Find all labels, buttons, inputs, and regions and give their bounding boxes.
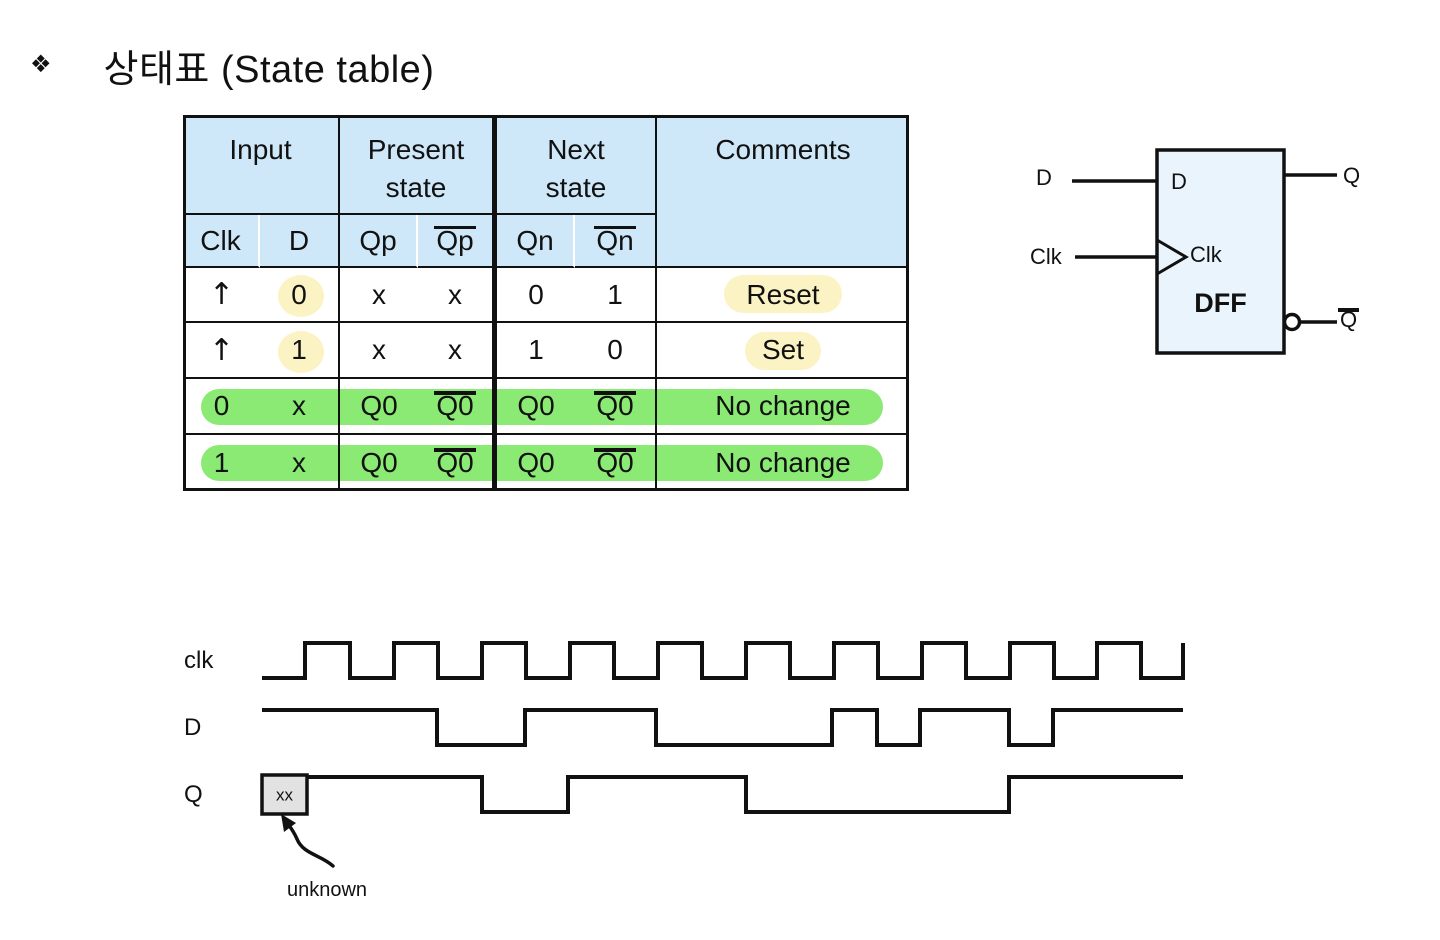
- curved-arrow-icon: [281, 814, 335, 868]
- signal-label-clk: clk: [184, 647, 214, 674]
- table-cell: x: [418, 268, 497, 323]
- table-cell: 0: [183, 379, 260, 435]
- table-cell: ↑: [183, 323, 260, 379]
- clock-edge-triangle-icon: [1156, 238, 1189, 276]
- unknown-annotation-label: unknown: [287, 879, 368, 901]
- table-cell: 1: [260, 323, 340, 379]
- dff-name-label: DFF: [1194, 288, 1247, 318]
- table-cell: Q0: [360, 447, 398, 478]
- diamond-bullet-icon: ❖: [30, 50, 52, 78]
- subheader-qn: Qn: [497, 215, 575, 268]
- table-cell: ↑: [183, 268, 260, 323]
- cell-highlight-yellow: [745, 332, 821, 370]
- signal-label-d: D: [184, 714, 202, 741]
- table-cell: Q0: [497, 379, 575, 435]
- clk-waveform: [262, 641, 1185, 680]
- table-cell: 0: [575, 323, 657, 379]
- dff-int-clk-label: Clk: [1190, 242, 1222, 267]
- header-comments: Comments: [657, 115, 909, 268]
- subheader-clk: Clk: [183, 215, 260, 268]
- cell-highlight-yellow: [278, 331, 324, 373]
- unknown-region-box: [260, 773, 309, 816]
- header-input: Input: [183, 115, 340, 215]
- table-cell: x: [418, 323, 497, 379]
- cell-highlight-yellow: [278, 275, 324, 317]
- subheader-d: D: [260, 215, 340, 268]
- row-highlight-green: [201, 389, 883, 425]
- table-cell: x: [260, 379, 340, 435]
- table-cell: Q0: [418, 435, 497, 491]
- dff-qbar-label: Q: [1337, 307, 1360, 332]
- table-cell: 1: [575, 268, 657, 323]
- subheader-qp-bar: Qp: [418, 215, 497, 268]
- page-title: 상태표 (State table): [103, 49, 435, 91]
- signal-label-q: Q: [184, 781, 203, 808]
- table-cell: x: [340, 323, 418, 379]
- table-cell: 0: [497, 268, 575, 323]
- D-waveform: [262, 708, 1183, 747]
- dff-ext-clk-label: Clk: [1030, 244, 1062, 269]
- title-row: ❖ 상태표 (State table): [30, 38, 434, 93]
- table-cell: x: [260, 435, 340, 491]
- table-cell: 0: [260, 268, 340, 323]
- dff-ext-d-label: D: [1036, 165, 1052, 190]
- unknown-region-label: xx: [276, 786, 294, 805]
- table-cell: Q0: [418, 379, 497, 435]
- table-cell: Q0: [575, 379, 657, 435]
- table-cell: Q0: [517, 447, 555, 478]
- table-cell-comment: No change: [657, 379, 909, 435]
- table-cell: x: [340, 268, 418, 323]
- row-highlight-green: [201, 445, 883, 481]
- table-cell: 1: [497, 323, 575, 379]
- cell-highlight-yellow: [724, 275, 842, 313]
- table-cell-comment: Set: [657, 323, 909, 379]
- inversion-bubble-icon: [1282, 312, 1302, 332]
- subheader-qn-bar: Qn: [575, 215, 657, 268]
- dff-q-label: Q: [1343, 163, 1361, 188]
- table-cell: 1: [213, 447, 230, 478]
- dff-int-d-label: D: [1171, 169, 1187, 194]
- table-cell: Q0: [340, 379, 418, 435]
- table-cell-comment: Reset: [657, 268, 909, 323]
- Q-waveform: [307, 775, 1183, 814]
- subheader-qp: Qp: [340, 215, 418, 268]
- table-cell: Q0: [575, 435, 657, 491]
- table-cell-comment: No change: [715, 447, 851, 478]
